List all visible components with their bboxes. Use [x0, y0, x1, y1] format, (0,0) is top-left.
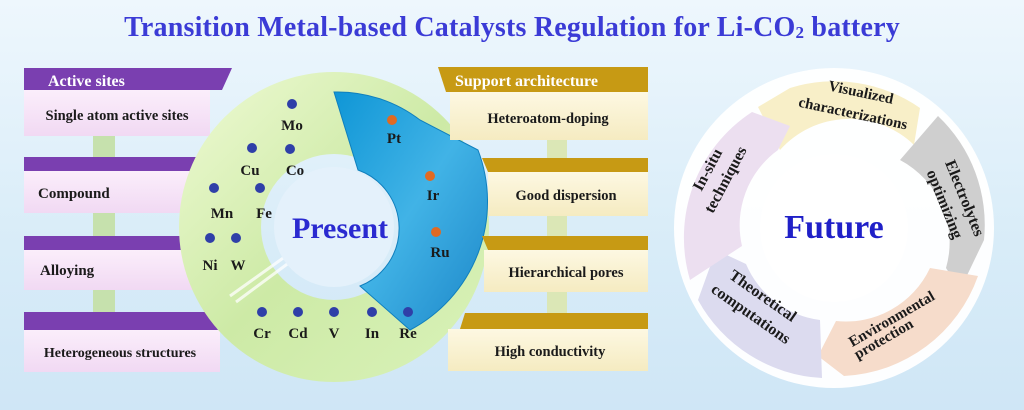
support-box-3 [484, 250, 648, 292]
support-header: Support architecture [455, 73, 598, 90]
pores-bar [482, 236, 648, 250]
future-segment-visualized [758, 81, 920, 150]
heterogeneous-bar [24, 312, 218, 330]
support-header-bar [438, 67, 648, 92]
future-segment-insitu [683, 112, 790, 280]
element-label-in: In [365, 326, 380, 342]
element-dot-co [285, 144, 295, 154]
active-site-item-2: Compound [38, 186, 110, 202]
element-label-co: Co [286, 163, 304, 179]
alloying-bar [24, 236, 205, 250]
active-site-item-4: Heterogeneous structures [44, 346, 197, 361]
support-item-2: Good dispersion [515, 188, 616, 204]
element-label-cr: Cr [253, 326, 271, 342]
element-dot-cd [293, 307, 303, 317]
noble-element-dot-ru [431, 227, 441, 237]
noble-element-label-pt: Pt [387, 131, 401, 147]
element-label-ni: Ni [203, 258, 218, 274]
ring-divider [229, 254, 291, 304]
element-label-cu: Cu [240, 163, 259, 179]
element-label-v: V [329, 326, 340, 342]
element-label-cd: Cd [288, 326, 308, 342]
noble-element-dot-pt [387, 115, 397, 125]
future-label: Future [784, 209, 883, 246]
support-item-4: High conductivity [495, 344, 607, 360]
future-cycle: Future Visualized characterizations Elec… [674, 68, 994, 388]
future-segment-theoretical [698, 250, 822, 378]
support-column: Support architecture Heteroatom-doping G… [438, 67, 648, 371]
dispersion-bar [482, 158, 648, 172]
active-site-item-3: Alloying [40, 263, 95, 279]
active-sites-box-4 [24, 330, 220, 372]
active-sites-box-1 [24, 90, 210, 136]
element-dot-mo [287, 99, 297, 109]
support-item-1: Heteroatom-doping [487, 111, 609, 127]
element-label-fe: Fe [256, 206, 272, 222]
active-sites-box-2 [24, 171, 202, 213]
element-dot-w [231, 233, 241, 243]
present-ring-hole [274, 167, 394, 287]
active-sites-column: Active sites Single atom active sites Co… [24, 68, 232, 372]
future-segment-electrolytes [900, 116, 985, 290]
present-label: Present [292, 212, 388, 245]
support-item-3: Hierarchical pores [508, 265, 623, 281]
element-label-w: W [231, 258, 246, 274]
support-box-2 [488, 172, 648, 216]
element-label-mo: Mo [281, 118, 303, 134]
conductivity-bar [460, 313, 648, 329]
active-site-item-1: Single atom active sites [46, 108, 189, 124]
main-title: Transition Metal-based Catalysts Regulat… [124, 12, 900, 43]
active-sites-box-3 [24, 250, 200, 290]
element-dot-cr [257, 307, 267, 317]
noble-element-label-ru: Ru [430, 245, 449, 261]
element-label-mn: Mn [211, 206, 234, 222]
element-dot-re [403, 307, 413, 317]
element-dot-mn [209, 183, 219, 193]
element-label-re: Re [399, 326, 417, 342]
future-hub [760, 154, 908, 302]
support-box-4 [448, 329, 648, 371]
element-dot-ni [205, 233, 215, 243]
compound-bar [24, 157, 208, 171]
element-dot-fe [255, 183, 265, 193]
future-segment-environmental [818, 268, 978, 376]
element-dot-in [367, 307, 377, 317]
present-ring-blue-segment [333, 91, 488, 331]
element-dot-cu [247, 143, 257, 153]
element-dot-v [329, 307, 339, 317]
support-box-1 [450, 92, 648, 140]
noble-element-dot-ir [425, 171, 435, 181]
noble-element-label-ir: Ir [427, 188, 440, 204]
active-sites-header: Active sites [48, 73, 125, 90]
active-sites-header-bar [24, 68, 232, 90]
